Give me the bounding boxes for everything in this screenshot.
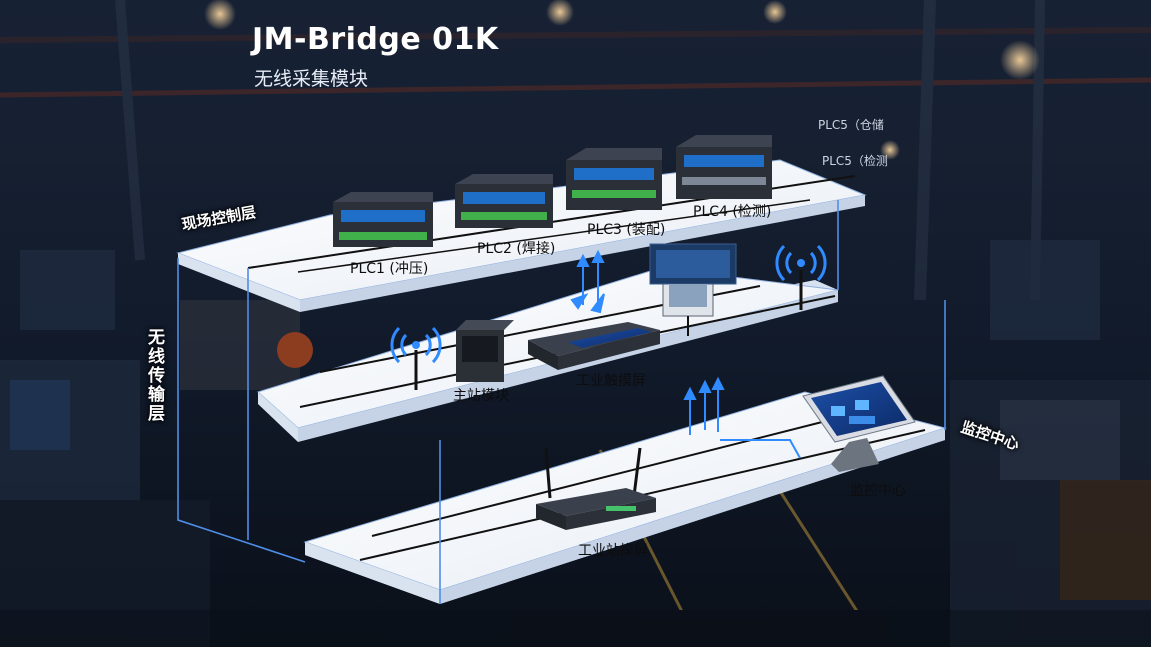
factory-ceiling [0, 0, 1151, 301]
plc-label-2: PLC2 (焊接) [477, 241, 556, 257]
plc-device-1 [333, 192, 433, 247]
monitoring-terminal-device [802, 375, 916, 472]
plc-devices [333, 135, 772, 247]
plc-label-4: PLC4 (检测) [693, 204, 772, 220]
signal-arrows [570, 249, 801, 459]
antenna-master [390, 326, 442, 390]
industrial-touchscreen-device [528, 322, 660, 370]
gateway-panel-device [662, 279, 714, 336]
background-label-plc5-inspection: PLC5（检测 [822, 154, 888, 168]
antenna-right [775, 244, 827, 310]
plc-device-2 [455, 174, 553, 228]
frame-lines [177, 200, 946, 604]
plc-device-3 [566, 148, 662, 210]
page-subtitle: 无线采集模块 [254, 68, 369, 90]
plc-label-3: PLC3 (装配) [587, 222, 666, 238]
floor-stripes [0, 449, 1151, 647]
device-label-monitoring-center: 监控中心 [850, 483, 906, 499]
plc-device-4 [676, 135, 772, 199]
master-module-device [456, 320, 514, 382]
device-label-industrial-touchscreen: 工业触摸屏 [576, 373, 646, 389]
layer-label-wireless-transmission: 无线传输层 [144, 328, 164, 423]
plc-label-1: PLC1 (冲压) [350, 261, 429, 277]
device-label-master-module: 主站模块 [453, 388, 509, 404]
ceiling-lights [204, 0, 1040, 160]
background-monitor [649, 243, 737, 285]
device-label-industrial-station-screen: 工业站摸屏 [578, 543, 648, 559]
background-label-plc5-storage: PLC5（仓储 [818, 118, 884, 132]
industrial-station-device [536, 447, 656, 530]
page-title: JM-Bridge 01K [252, 22, 499, 57]
